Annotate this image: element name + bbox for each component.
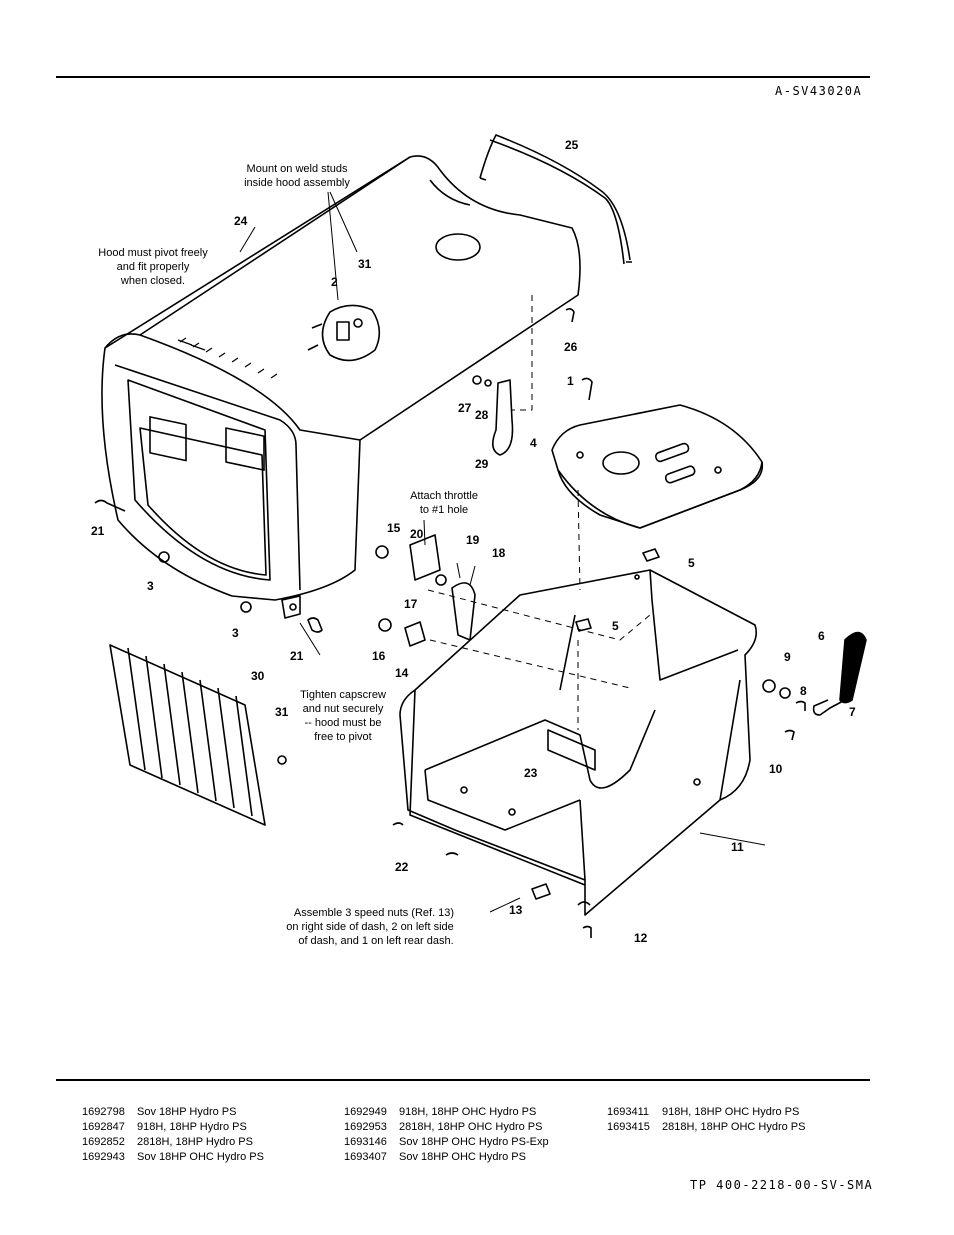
callout-16: 16 xyxy=(372,649,386,663)
callout-28: 28 xyxy=(475,408,489,422)
callout-29: 29 xyxy=(475,457,489,471)
model-description: 2818H, 18HP OHC Hydro PS xyxy=(662,1121,806,1133)
callout-11: 11 xyxy=(731,840,744,854)
model-part-number: 1692943 xyxy=(82,1151,125,1163)
top-rule xyxy=(56,76,870,78)
note-weld-studs-line-2: inside hood assembly xyxy=(244,177,350,189)
callout-17: 17 xyxy=(404,597,418,611)
callout-21: 21 xyxy=(290,649,304,663)
callout-13: 13 xyxy=(509,903,523,917)
callout-22: 22 xyxy=(395,860,409,874)
callout-9: 9 xyxy=(784,650,791,664)
callout-26: 26 xyxy=(564,340,578,354)
callout-27: 27 xyxy=(458,401,472,415)
note-weld-studs-line-1: Mount on weld studs xyxy=(247,163,348,175)
model-row: 1692943 Sov 18HP OHC Hydro PS xyxy=(82,1150,264,1165)
model-row: 1692852 2818H, 18HP Hydro PS xyxy=(82,1135,264,1150)
callout-12: 12 xyxy=(634,931,648,945)
model-column-2: 1692949 918H, 18HP OHC Hydro PS 1692953 28… xyxy=(344,1105,549,1165)
model-part-number: 1693146 xyxy=(344,1136,387,1148)
note-capscrew-line-1: Tighten capscrew xyxy=(300,689,386,701)
model-row: 1692847 918H, 18HP Hydro PS xyxy=(82,1120,264,1135)
callout-3: 3 xyxy=(232,626,239,640)
callout-31: 31 xyxy=(275,705,289,719)
callout-5: 5 xyxy=(612,619,619,633)
model-description: Sov 18HP OHC Hydro PS xyxy=(137,1151,264,1163)
model-part-number: 1693415 xyxy=(607,1121,650,1133)
callout-25: 25 xyxy=(565,138,579,152)
model-description: 918H, 18HP Hydro PS xyxy=(137,1121,247,1133)
model-part-number: 1693407 xyxy=(344,1151,387,1163)
note-capscrew-line-4: free to pivot xyxy=(314,731,371,743)
model-part-number: 1692798 xyxy=(82,1106,125,1118)
callout-18: 18 xyxy=(492,546,506,560)
model-row: 1692798 Sov 18HP Hydro PS xyxy=(82,1105,264,1120)
note-throttle-line-2: to #1 hole xyxy=(420,504,468,516)
callout-19: 19 xyxy=(466,533,480,547)
callout-21: 21 xyxy=(91,524,105,538)
callout-30: 30 xyxy=(251,669,265,683)
callout-1: 1 xyxy=(567,374,574,388)
model-description: 2818H, 18HP Hydro PS xyxy=(137,1136,253,1148)
note-capscrew-line-3: -- hood must be xyxy=(304,717,381,729)
callout-23: 23 xyxy=(524,766,538,780)
callout-15: 15 xyxy=(387,521,401,535)
model-row: 1692953 2818H, 18HP OHC Hydro PS xyxy=(344,1120,549,1135)
note-speed-nuts-line-3: of dash, and 1 on left rear dash. xyxy=(298,935,453,947)
model-column-3: 1693411 918H, 18HP OHC Hydro PS 1693415 28… xyxy=(607,1105,805,1135)
model-description: 2818H, 18HP OHC Hydro PS xyxy=(399,1121,543,1133)
bottom-rule xyxy=(56,1079,870,1081)
callout-2: 2 xyxy=(331,275,338,289)
note-hood-pivot-line-3: when closed. xyxy=(120,275,185,287)
note-hood-pivot-line-1: Hood must pivot freely xyxy=(98,247,208,259)
callout-4: 4 xyxy=(530,436,537,450)
model-row: 1693415 2818H, 18HP OHC Hydro PS xyxy=(607,1120,805,1135)
model-row: 1692949 918H, 18HP OHC Hydro PS xyxy=(344,1105,549,1120)
note-throttle-line-1: Attach throttle xyxy=(410,490,478,502)
dash-panel-part xyxy=(551,404,764,529)
callout-31: 31 xyxy=(358,257,372,271)
model-description: Sov 18HP Hydro PS xyxy=(137,1106,237,1118)
model-row: 1693146 Sov 18HP OHC Hydro PS-Exp xyxy=(344,1135,549,1150)
callout-3: 3 xyxy=(147,579,154,593)
callout-24: 24 xyxy=(234,214,248,228)
model-description: Sov 18HP OHC Hydro PS-Exp xyxy=(399,1136,549,1148)
callout-8: 8 xyxy=(800,684,807,698)
callout-7: 7 xyxy=(849,705,856,719)
callout-10: 10 xyxy=(769,762,783,776)
dash-housing-part xyxy=(399,569,758,916)
model-description: 918H, 18HP OHC Hydro PS xyxy=(399,1106,537,1118)
model-part-number: 1693411 xyxy=(607,1106,650,1118)
callout-5: 5 xyxy=(688,556,695,570)
note-speed-nuts-line-2: on right side of dash, 2 on left side xyxy=(286,921,454,933)
callout-14: 14 xyxy=(395,666,409,680)
doc-code: TP 400-2218-00-SV-SMA xyxy=(690,1178,874,1192)
callout-20: 20 xyxy=(410,527,424,541)
model-description: 918H, 18HP OHC Hydro PS xyxy=(662,1106,800,1118)
note-hood-pivot-line-2: and fit properly xyxy=(117,261,190,273)
hood-part xyxy=(101,155,581,601)
model-row: 1693411 918H, 18HP OHC Hydro PS xyxy=(607,1105,805,1120)
diagram-code: A-SV43020A xyxy=(775,84,863,98)
callout-6: 6 xyxy=(818,629,825,643)
model-row: 1693407 Sov 18HP OHC Hydro PS xyxy=(344,1150,549,1165)
note-speed-nuts-line-1: Assemble 3 speed nuts (Ref. 13) xyxy=(294,907,454,919)
model-column-1: 1692798 Sov 18HP Hydro PS 1692847 918H, 18… xyxy=(82,1105,264,1165)
model-part-number: 1692953 xyxy=(344,1121,387,1133)
model-part-number: 1692852 xyxy=(82,1136,125,1148)
model-part-number: 1692847 xyxy=(82,1121,125,1133)
side-panel-part xyxy=(109,644,287,826)
note-capscrew-line-2: and nut securely xyxy=(303,703,384,715)
model-description: Sov 18HP OHC Hydro PS xyxy=(399,1151,526,1163)
model-part-number: 1692949 xyxy=(344,1106,387,1118)
